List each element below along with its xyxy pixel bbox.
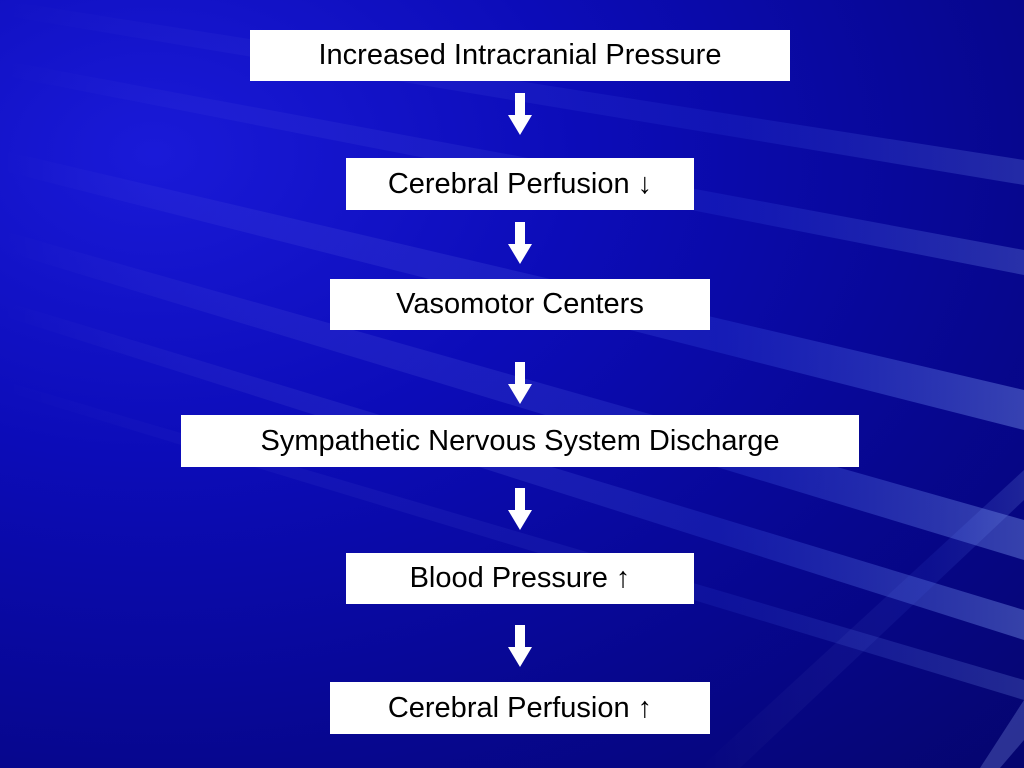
flow-step-sympathetic-discharge: Sympathetic Nervous System Discharge	[181, 415, 859, 467]
flow-step-label: Blood Pressure ↑	[409, 562, 631, 594]
flow-step-label: Sympathetic Nervous System Discharge	[260, 424, 780, 457]
flow-step-label: Increased Intracranial Pressure	[318, 39, 722, 71]
down-arrow-icon	[508, 625, 532, 667]
flow-step-increased-intracranial-pressure: Increased Intracranial Pressure	[250, 30, 790, 81]
down-arrow-icon	[508, 222, 532, 264]
flow-step-label: Cerebral Perfusion ↑	[387, 691, 653, 724]
flow-step-label: Cerebral Perfusion ↓	[387, 167, 653, 200]
down-arrow-icon	[508, 488, 532, 530]
flow-step-label: Vasomotor Centers	[396, 288, 644, 320]
flow-step-vasomotor-centers: Vasomotor Centers	[330, 279, 710, 330]
flow-step-cerebral-perfusion-decrease: Cerebral Perfusion ↓	[346, 158, 694, 210]
down-arrow-icon	[508, 362, 532, 404]
flow-step-cerebral-perfusion-increase: Cerebral Perfusion ↑	[330, 682, 710, 734]
flow-step-blood-pressure-increase: Blood Pressure ↑	[346, 553, 694, 604]
down-arrow-icon	[508, 93, 532, 135]
